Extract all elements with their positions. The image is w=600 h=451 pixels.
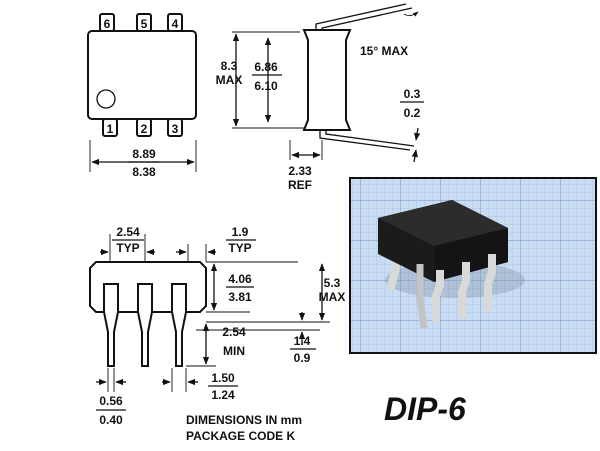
angle-arc — [403, 11, 419, 17]
package-name: DIP-6 — [384, 391, 466, 427]
total-height-label: MAX — [319, 290, 346, 304]
pin-6: 6 — [99, 13, 115, 32]
side-height-label: MAX — [216, 73, 243, 87]
pin-1: 1 — [102, 118, 118, 137]
pin-width-max: 0.56 — [99, 394, 123, 408]
front-lead-2 — [137, 283, 153, 367]
top-width-max: 8.89 — [132, 147, 156, 161]
side-row-max: 6.86 — [254, 60, 278, 74]
body-height-max: 4.06 — [228, 272, 252, 286]
seat-min: 0.9 — [294, 351, 311, 365]
side-height-value: 8.3 — [221, 59, 238, 73]
svg-text:2: 2 — [141, 122, 148, 136]
pitch-label: TYP — [116, 241, 139, 255]
svg-text:5: 5 — [141, 17, 148, 31]
side-thickness-dimension — [414, 127, 421, 141]
package-code-note: PACKAGE CODE K — [186, 429, 295, 443]
svg-text:3: 3 — [172, 122, 179, 136]
side-view: 8.3 MAX 6.86 6.10 15° MAX 0.3 0.2 2.33 R… — [216, 3, 424, 192]
pin-4: 4 — [167, 13, 183, 32]
lead-length-label: MIN — [223, 344, 245, 358]
pin-3: 3 — [167, 118, 183, 137]
lead-width-min: 1.24 — [211, 388, 235, 402]
front-lead-1 — [103, 283, 119, 367]
svg-text:1: 1 — [107, 122, 114, 136]
side-row-min: 6.10 — [254, 79, 278, 93]
side-angle-label: 15° MAX — [360, 44, 408, 58]
side-thickness-max: 0.3 — [404, 87, 421, 101]
side-view-body — [302, 29, 352, 131]
total-height-value: 5.3 — [324, 276, 341, 290]
lead-width-max: 1.50 — [211, 371, 235, 385]
dimensions-note: DIMENSIONS IN mm — [186, 413, 302, 427]
svg-text:4: 4 — [172, 17, 179, 31]
top-view-body — [87, 30, 197, 120]
front-lead-3 — [171, 283, 187, 367]
body-height-min: 3.81 — [228, 290, 252, 304]
pin1-mark — [96, 89, 116, 109]
package-photo — [349, 177, 597, 354]
top-view: 6 5 4 1 2 3 8.89 8.38 — [87, 13, 197, 179]
photo-leads — [416, 254, 496, 329]
seat-max: 1.4 — [294, 334, 311, 348]
side-ref-value: 2.33 — [288, 164, 312, 178]
pin-width-min: 0.40 — [99, 413, 123, 427]
svg-text:6: 6 — [104, 17, 111, 31]
offset-label: TYP — [228, 241, 251, 255]
front-view: 2.54 TYP 1.9 TYP 4.06 3.81 5.3 — [89, 225, 346, 427]
offset-value: 1.9 — [232, 225, 249, 239]
pin-5: 5 — [136, 13, 152, 32]
pitch-value: 2.54 — [116, 225, 140, 239]
pin-2: 2 — [136, 118, 152, 137]
side-thickness-min: 0.2 — [404, 106, 421, 120]
lead-length-value: 2.54 — [222, 325, 246, 339]
side-ref-label: REF — [288, 178, 312, 192]
top-width-min: 8.38 — [132, 165, 156, 179]
